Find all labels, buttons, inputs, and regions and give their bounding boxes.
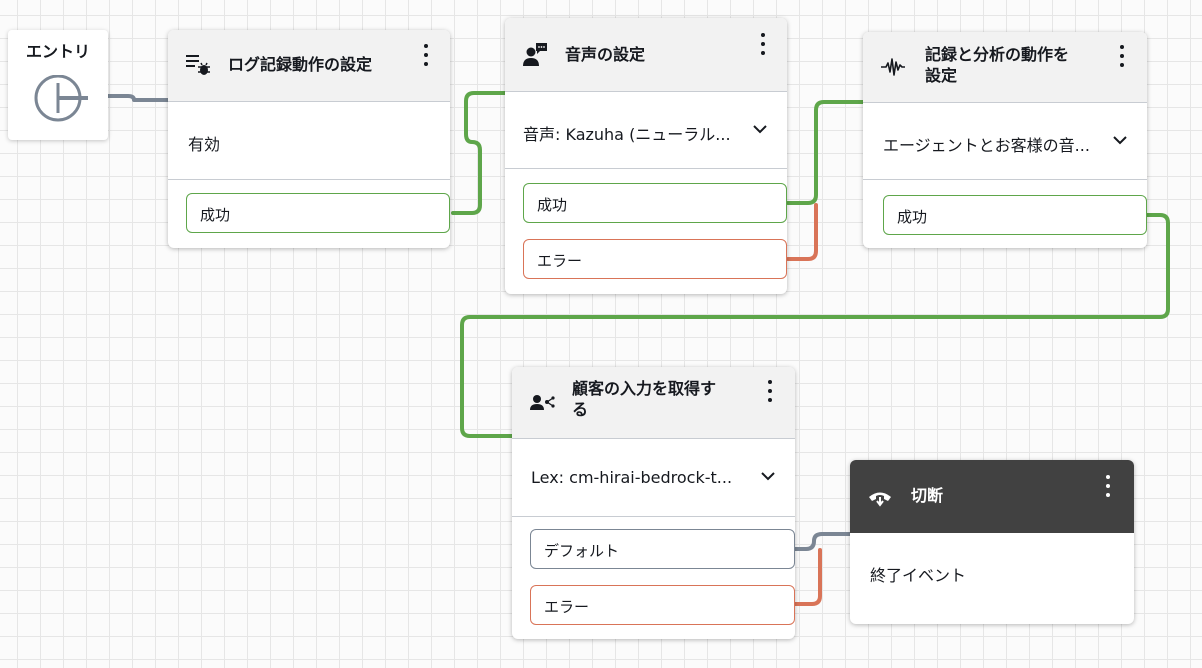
block-title-line: 顧客の入力を取得す <box>572 379 717 398</box>
block-header: ログ記録動作の設定 <box>168 30 450 102</box>
block-title: 切断 <box>911 486 944 505</box>
block-title-line: る <box>572 400 589 419</box>
more-options-icon[interactable] <box>1103 475 1113 503</box>
chevron-down-icon[interactable] <box>1113 135 1127 145</box>
block-header: 記録と分析の動作を 設定 <box>863 32 1147 103</box>
voice-selection: 音声: Kazuha (ニューラル... <box>523 125 731 144</box>
entry-label: エントリ <box>25 42 90 61</box>
analytics-selection: エージェントとお客様の音... <box>883 136 1090 155</box>
logging-status: 有効 <box>188 135 221 154</box>
block-header: 切断 <box>850 460 1134 533</box>
more-options-icon[interactable] <box>758 33 768 61</box>
block-title: ログ記録動作の設定 <box>228 55 373 74</box>
block-header: 音声の設定 <box>505 18 787 92</box>
connector-voice-error <box>786 203 818 261</box>
waveform-icon <box>881 58 905 76</box>
branch-success[interactable]: 成功 <box>523 183 787 223</box>
entry-point-icon <box>34 75 88 122</box>
block-get-customer-input[interactable]: 顧客の入力を取得す る Lex: cm-hirai-bedrock-t... デ… <box>512 367 795 639</box>
chevron-down-icon[interactable] <box>753 124 767 134</box>
block-title-line: 記録と分析の動作を <box>925 45 1070 64</box>
entry-node[interactable]: エントリ <box>8 30 108 140</box>
branch-label: デフォルト <box>544 542 620 560</box>
block-logging-behavior[interactable]: ログ記録動作の設定 有効 成功 <box>168 30 450 248</box>
block-body[interactable]: 音声: Kazuha (ニューラル... <box>505 92 787 169</box>
block-disconnect[interactable]: 切断 終了イベント <box>850 460 1134 624</box>
speaker-icon <box>523 43 547 66</box>
branch-label: 成功 <box>537 196 568 214</box>
hang-up-icon <box>869 492 891 507</box>
block-title: 音声の設定 <box>565 45 646 64</box>
branch-label: エラー <box>537 252 583 270</box>
lex-bot-selection: Lex: cm-hirai-bedrock-t... <box>531 468 733 487</box>
branch-label: 成功 <box>897 208 928 226</box>
branch-error[interactable]: エラー <box>523 239 787 279</box>
branch-success[interactable]: 成功 <box>186 193 450 233</box>
branch-label: 成功 <box>200 206 231 224</box>
block-set-voice[interactable]: 音声の設定 音声: Kazuha (ニューラル... 成功 エラー <box>505 18 787 294</box>
log-bug-icon <box>186 55 210 75</box>
block-body[interactable]: Lex: cm-hirai-bedrock-t... <box>512 439 795 517</box>
more-options-icon[interactable] <box>421 44 431 72</box>
block-title: 顧客の入力を取得す る <box>572 378 716 420</box>
block-body: 終了イベント <box>850 533 1134 624</box>
more-options-icon[interactable] <box>765 380 775 408</box>
branch-success[interactable]: 成功 <box>883 195 1147 235</box>
branch-label: エラー <box>544 598 590 616</box>
block-body[interactable]: エージェントとお客様の音... <box>863 103 1147 180</box>
branch-default[interactable]: デフォルト <box>530 529 795 569</box>
chevron-down-icon[interactable] <box>761 471 775 481</box>
customer-input-icon <box>530 395 555 410</box>
connector-input-error <box>793 548 822 606</box>
block-body: 有効 <box>168 102 450 180</box>
end-event-label: 終了イベント <box>870 566 967 585</box>
block-recording-analytics[interactable]: 記録と分析の動作を 設定 エージェントとお客様の音... 成功 <box>863 32 1147 248</box>
branch-error[interactable]: エラー <box>530 585 795 625</box>
block-title-line: 設定 <box>925 66 958 85</box>
block-title: 記録と分析の動作を 設定 <box>925 44 1069 86</box>
more-options-icon[interactable] <box>1117 45 1127 73</box>
block-header: 顧客の入力を取得す る <box>512 367 795 439</box>
